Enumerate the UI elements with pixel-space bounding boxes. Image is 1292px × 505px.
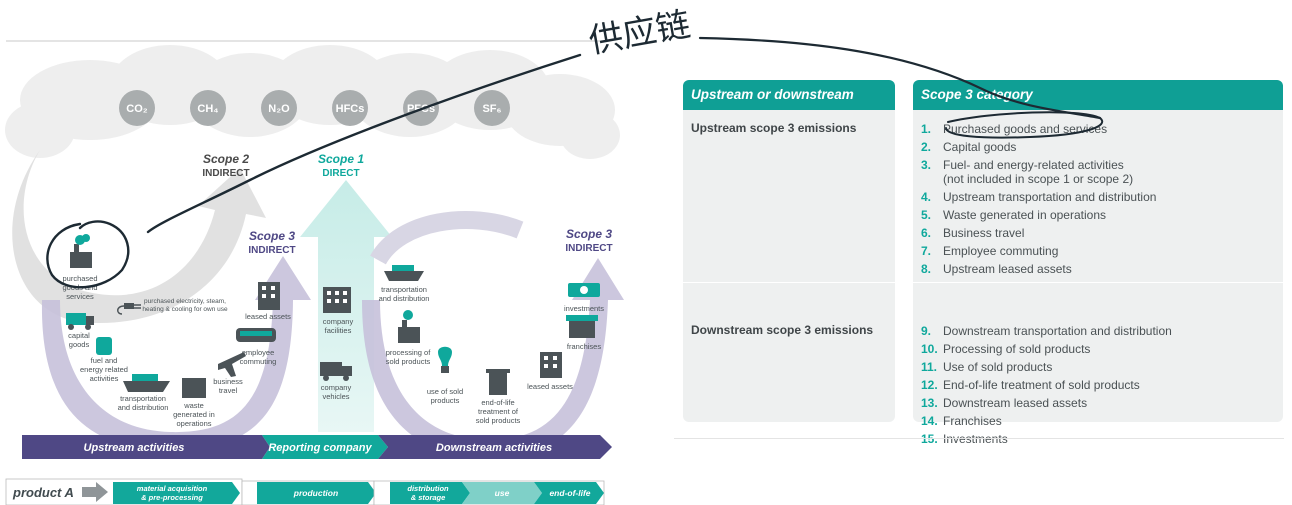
label-leased-assets-upstream: leased assets [245,312,291,321]
step-end-of-life [534,482,604,504]
scope3-right-title: Scope 3 [566,227,612,241]
label-purchased-electricity: purchased electricity, steam,heating & c… [142,298,228,313]
reporting-company-label: Reporting company [268,442,372,454]
cloud-band [5,45,620,159]
activities-bar: Upstream activities Reporting company Do… [22,435,612,459]
company-building-icon [323,287,351,313]
category-item: 8.Upstream leased assets [921,262,1072,276]
scope2-arrow [12,150,266,324]
category-item: 12.End-of-life treatment of sold product… [921,378,1140,392]
label-franchises: franchises [567,342,601,351]
row-divider [683,282,895,283]
recycle-bin-icon [486,369,510,395]
category-item: 1.Purchased goods and services [921,122,1108,136]
arrow-right-icon [82,482,108,502]
ship-icon [123,374,170,392]
building-icon [258,282,280,310]
building-icon-downstream [540,352,562,378]
scope1-title: Scope 1 [318,152,364,166]
ship-icon-downstream [384,265,424,281]
category-item: 4.Upstream transportation and distributi… [921,190,1157,204]
step-material [113,482,240,504]
step-use [462,482,542,504]
left-column: Upstream scope 3 emissions Downstream sc… [683,110,895,422]
category-item: 5.Waste generated in operations [921,208,1106,222]
scope3-left-sub: INDIRECT [248,245,295,256]
downstream-group-label: Downstream scope 3 emissions [691,323,874,337]
header-upstream-downstream: Upstream or downstream [683,80,895,110]
category-item: 6.Business travel [921,226,1025,240]
airplane-icon [218,352,246,377]
scope3-right-sub: INDIRECT [565,243,612,254]
scope1-sub: DIRECT [322,168,359,179]
step-end-of-life-label: end-of-life [549,488,590,498]
bottom-rule [674,438,1284,439]
category-item: 2.Capital goods [921,140,1017,154]
processing-factory-icon [398,310,420,343]
dumpster-icon [182,378,206,398]
category-item: 14.Franchises [921,414,1002,428]
scope3-downstream-arrow [362,258,624,458]
fuel-barrel-icon [96,337,112,355]
scope-diagram: CO₂ CH₄ N₂O HFCs PFCs SF₆ Scope 2 INDIRE… [5,40,624,505]
gas-circle [119,90,155,126]
upstream-group-label: Upstream scope 3 emissions [691,121,857,135]
category-item: 3.Fuel- and energy-related activities(no… [921,158,1134,186]
category-item: 7.Employee commuting [921,244,1059,258]
scope2-sub: INDIRECT [202,168,249,179]
train-icon [236,328,276,342]
lightbulb-icon [438,346,452,373]
truck-icon [66,313,94,330]
step-distribution [390,482,470,504]
header-scope3-category: Scope 3 category [913,80,1283,110]
scope2-title: Scope 2 [203,152,249,166]
upstream-activities-label: Upstream activities [84,442,185,454]
store-icon [566,315,598,338]
gas-label: CH₄ [197,103,218,115]
right-column: 1.Purchased goods and services 2.Capital… [913,110,1283,446]
category-item: 9.Downstream transportation and distribu… [921,324,1172,338]
plug-icon [117,303,141,315]
downstream-arc [370,211,524,265]
product-label: product A [12,485,74,500]
downstream-activities-label: Downstream activities [436,442,552,454]
scope3-left-title: Scope 3 [249,229,295,243]
label-leased-assets-downstream: leased assets [527,382,573,391]
gas-label: PFCs [407,103,435,115]
label-investments: investments [564,304,604,313]
scope3-category-table: Upstream or downstream Scope 3 category … [683,80,1283,446]
factory-icon [70,234,92,268]
money-icon [568,283,600,297]
step-production [257,482,376,504]
scope3-upstream-arrow [41,256,311,450]
gas-label: SF₆ [482,103,501,115]
row-divider [913,282,1283,283]
product-flow: product A material acquisition& pre-proc… [5,478,605,505]
step-use-label: use [495,488,510,498]
category-item: 10.Processing of sold products [921,342,1091,356]
category-item: 13.Downstream leased assets [921,396,1088,410]
gas-label: HFCs [336,103,365,115]
category-item: 11.Use of sold products [921,360,1053,374]
step-production-label: production [293,488,338,498]
category-item: 15.Investments [921,432,1008,446]
step-material-label: material acquisition& pre-processing [137,484,208,502]
company-truck-icon [320,362,352,381]
gas-label: CO₂ [126,103,148,115]
gas-label: N₂O [268,103,290,115]
step-distribution-label: distribution& storage [407,484,449,502]
